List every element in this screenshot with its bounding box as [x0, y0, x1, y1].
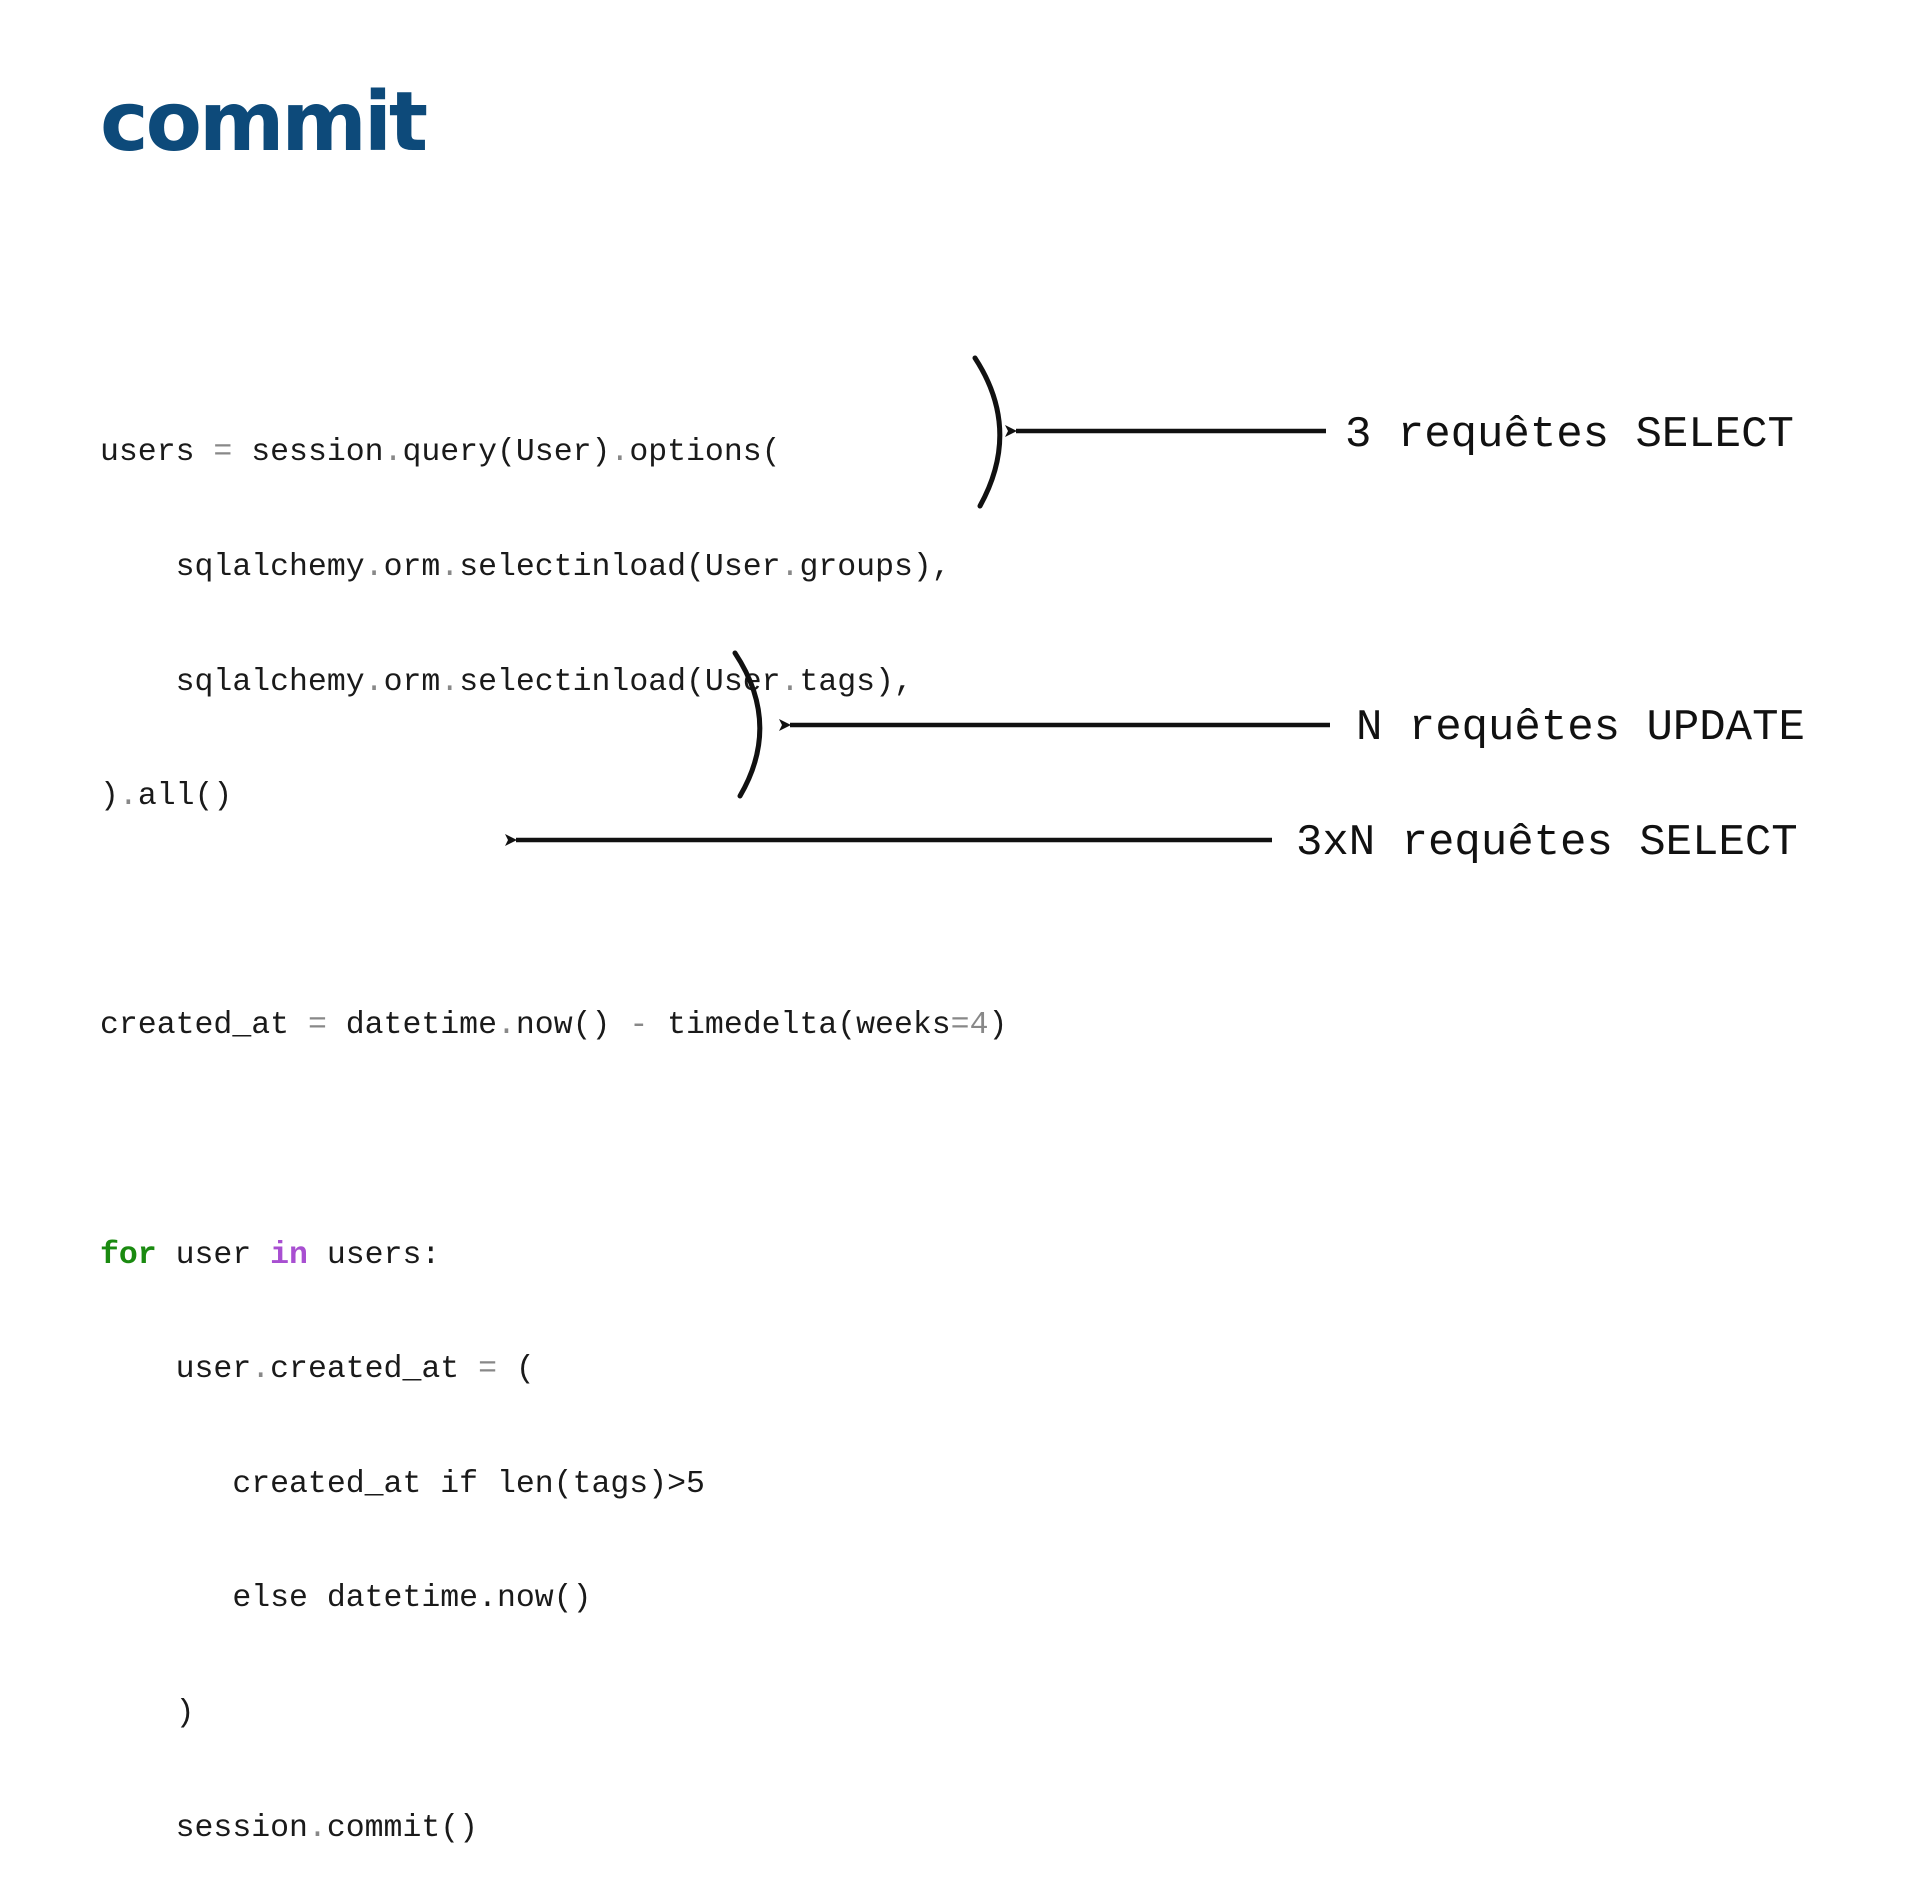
keyword-in: in [270, 1237, 308, 1273]
code-line-3: sqlalchemy.orm.selectinload(User.tags), [100, 664, 913, 700]
code-line-12: ) [100, 1695, 195, 1731]
code-line-2: sqlalchemy.orm.selectinload(User.groups)… [100, 550, 951, 585]
code-line-10: created_at if len(tags)>5 [100, 1466, 705, 1502]
annotation-select-commit: 3xN requêtes SELECT [1296, 818, 1798, 868]
code-line-4: ).all() [100, 779, 233, 815]
slide-title: commit [100, 75, 428, 170]
code-line-1: users = session.query(User).options( [100, 435, 781, 471]
code-line-8: for user in users: [100, 1237, 441, 1273]
code-line-11: else datetime.now() [100, 1581, 592, 1617]
code-line-blank-2 [100, 1122, 1007, 1160]
annotation-update: N requêtes UPDATE [1356, 703, 1805, 753]
code-line-6: created_at = datetime.now() - timedelta(… [100, 1008, 1008, 1044]
code-line-13: session.commit() [100, 1810, 479, 1846]
annotation-select-initial: 3 requêtes SELECT [1345, 410, 1794, 460]
code-line-9: user.created_at = ( [100, 1352, 535, 1388]
brace-update [732, 650, 763, 799]
annotation-overlay [505, 355, 1330, 846]
keyword-for: for [100, 1237, 157, 1273]
brace-select-initial [972, 355, 1003, 509]
